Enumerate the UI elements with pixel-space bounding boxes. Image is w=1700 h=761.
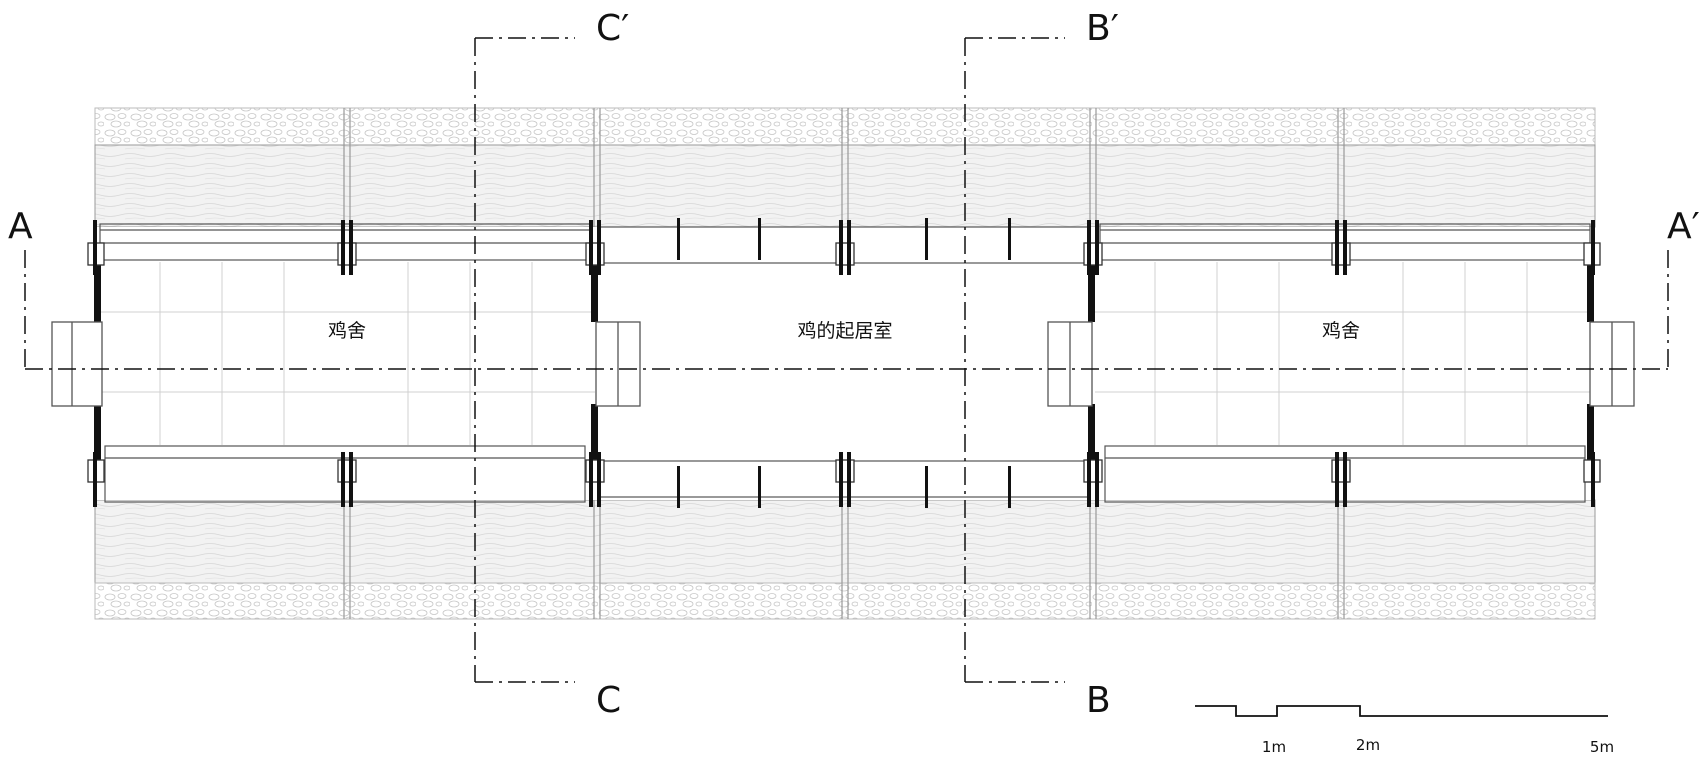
- bench-posts: [677, 218, 1011, 508]
- scale-bar: 1m 2m 5m: [1195, 705, 1614, 756]
- grass-band-bottom: [94, 499, 1596, 584]
- building-interior: [97, 227, 1593, 500]
- grass-band-top: [94, 144, 1596, 228]
- section-label-a-right: A′: [1667, 206, 1700, 247]
- scale-label-1m: 1m: [1262, 738, 1286, 756]
- scale-label-2m: 2m: [1356, 736, 1380, 754]
- section-label-b-top: B′: [1086, 8, 1119, 49]
- gravel-band-top: [94, 107, 1596, 146]
- room-label-center: 鸡的起居室: [797, 320, 892, 342]
- section-label-c-bottom: C: [596, 680, 621, 721]
- walls: [94, 258, 1594, 464]
- gravel-band-bottom: [94, 582, 1596, 620]
- section-label-b-bottom: B: [1086, 680, 1111, 721]
- scale-bar-line: [1195, 705, 1608, 717]
- coop-grid-left: [97, 262, 595, 445]
- section-lines: [24, 37, 1669, 683]
- section-label-a-left: A: [8, 206, 33, 247]
- column-posts: [93, 220, 1595, 507]
- coop-grid-right: [1095, 262, 1593, 445]
- scale-label-5m: 5m: [1590, 738, 1614, 756]
- room-label-left: 鸡舍: [328, 320, 366, 342]
- section-label-c-top: C′: [596, 8, 629, 49]
- entry-ramps: [51, 321, 1635, 407]
- room-label-right: 鸡舍: [1322, 320, 1360, 342]
